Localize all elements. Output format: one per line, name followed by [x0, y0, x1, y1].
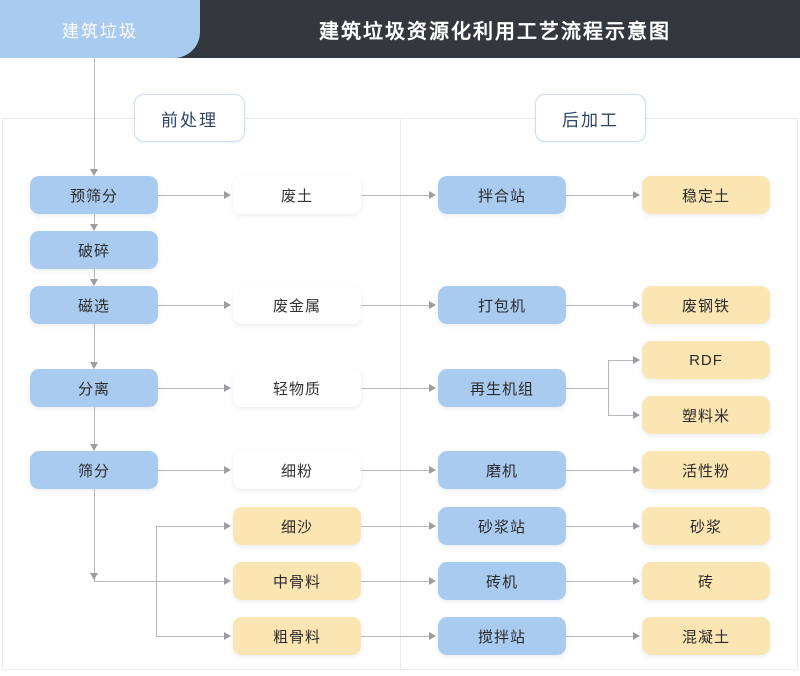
- node-active-powder[interactable]: 活性粉: [642, 451, 770, 489]
- node-concrete-plant[interactable]: 搅拌站: [438, 617, 566, 655]
- brand-tab[interactable]: 建筑垃圾: [0, 0, 200, 58]
- connector-regenunit-bus: [608, 360, 609, 416]
- arrowhead-down: [90, 224, 98, 231]
- arrowhead-right: [224, 301, 231, 309]
- connector-bus-to-finesand: [156, 526, 224, 527]
- node-scrap-metal[interactable]: 废金属: [233, 286, 361, 324]
- connector-lightmaterial-to-regenunit: [361, 388, 429, 389]
- arrowhead-right: [429, 191, 436, 199]
- node-plastic-pellet[interactable]: 塑料米: [642, 396, 770, 434]
- connector-magnetic-to-separation: [94, 324, 95, 363]
- arrowhead-right: [429, 632, 436, 640]
- connector-prescreen-to-crush: [94, 214, 95, 225]
- arrowhead-down: [90, 444, 98, 451]
- node-waste-soil[interactable]: 废土: [233, 176, 361, 214]
- node-medium-aggregate[interactable]: 中骨料: [233, 562, 361, 600]
- arrowhead-right: [429, 522, 436, 530]
- node-rdf[interactable]: RDF: [642, 341, 770, 379]
- brand-tab-label: 建筑垃圾: [62, 21, 138, 41]
- node-mixing-station[interactable]: 拌合站: [438, 176, 566, 214]
- connector-finesand-to-mortarstation: [361, 526, 429, 527]
- node-grinder[interactable]: 磨机: [438, 451, 566, 489]
- arrowhead-right: [633, 577, 640, 585]
- connector-brickmachine-to-brick: [566, 581, 633, 582]
- node-separation[interactable]: 分离: [30, 369, 158, 407]
- connector-aggregate-bus-vertical: [156, 526, 157, 637]
- connector-scrapmetal-to-baler: [361, 305, 429, 306]
- section-label-pre: 前处理: [134, 94, 245, 142]
- arrowhead-right: [224, 522, 231, 530]
- node-baler[interactable]: 打包机: [438, 286, 566, 324]
- connector-regenunit-to-plasticpellet: [608, 415, 633, 416]
- node-brick-machine[interactable]: 砖机: [438, 562, 566, 600]
- arrowhead-right: [224, 577, 231, 585]
- connector-magnetic-to-scrapmetal: [158, 305, 224, 306]
- arrowhead-down: [90, 362, 98, 369]
- node-concrete[interactable]: 混凝土: [642, 617, 770, 655]
- connector-coarseaggregate-to-concreteplant: [361, 636, 429, 637]
- arrowhead-right: [224, 191, 231, 199]
- connector-regenunit-to-rdf: [608, 360, 633, 361]
- connector-mixingstation-to-stabilizedsoil: [566, 195, 633, 196]
- arrowhead-right: [633, 466, 640, 474]
- connector-screening-to-finepowder: [158, 470, 224, 471]
- connector-crush-to-magnetic: [94, 269, 95, 280]
- node-screening[interactable]: 筛分: [30, 451, 158, 489]
- node-fine-sand[interactable]: 细沙: [233, 507, 361, 545]
- node-fine-powder[interactable]: 细粉: [233, 451, 361, 489]
- arrowhead-right: [633, 356, 640, 364]
- connector-aggregate-bus-horizontal: [94, 581, 224, 582]
- connector-concreteplant-to-concrete: [566, 636, 633, 637]
- arrowhead-right: [429, 301, 436, 309]
- header-bar: 建筑垃圾 建筑垃圾资源化利用工艺流程示意图: [0, 0, 800, 58]
- arrowhead-right: [429, 384, 436, 392]
- arrowhead-right: [224, 466, 231, 474]
- connector-grinder-to-activepowder: [566, 470, 633, 471]
- arrowhead-right: [633, 632, 640, 640]
- arrowhead-right: [633, 191, 640, 199]
- node-pre-screening[interactable]: 预筛分: [30, 176, 158, 214]
- node-scrap-steel[interactable]: 废钢铁: [642, 286, 770, 324]
- arrowhead-right: [429, 466, 436, 474]
- node-stabilized-soil[interactable]: 稳定土: [642, 176, 770, 214]
- connector-prescreen-to-wastesoil: [158, 195, 224, 196]
- arrowhead-down: [90, 169, 98, 176]
- connector-trunk-to-pre-screening: [94, 58, 95, 170]
- arrowhead-right: [633, 411, 640, 419]
- node-crushing[interactable]: 破碎: [30, 231, 158, 269]
- connector-finepowder-to-grinder: [361, 470, 429, 471]
- arrowhead-right: [224, 632, 231, 640]
- connector-separation-to-screening: [94, 407, 95, 445]
- node-mortar[interactable]: 砂浆: [642, 507, 770, 545]
- connector-bus-to-coarseaggregate: [156, 636, 224, 637]
- connector-mortarstation-to-mortar: [566, 526, 633, 527]
- node-mortar-station[interactable]: 砂浆站: [438, 507, 566, 545]
- arrowhead-right: [429, 577, 436, 585]
- node-brick[interactable]: 砖: [642, 562, 770, 600]
- connector-mediumaggregate-to-brickmachine: [361, 581, 429, 582]
- connector-wastesoil-to-mixingstation: [361, 195, 429, 196]
- section-label-post: 后加工: [535, 94, 646, 142]
- node-coarse-aggregate[interactable]: 粗骨料: [233, 617, 361, 655]
- connector-screening-to-aggregate-bus: [94, 489, 95, 581]
- connector-separation-to-lightmaterial: [158, 388, 224, 389]
- stage-divider: [400, 118, 401, 670]
- arrowhead-right: [224, 384, 231, 392]
- connector-baler-to-scrapsteel: [566, 305, 633, 306]
- arrowhead-right: [633, 301, 640, 309]
- arrowhead-right: [633, 522, 640, 530]
- node-regeneration-unit[interactable]: 再生机组: [438, 369, 566, 407]
- node-magnetic-separation[interactable]: 磁选: [30, 286, 158, 324]
- connector-regenunit-stem: [566, 388, 608, 389]
- arrowhead-down: [90, 279, 98, 286]
- page-title: 建筑垃圾资源化利用工艺流程示意图: [319, 20, 671, 43]
- node-light-material[interactable]: 轻物质: [233, 369, 361, 407]
- arrowhead-down: [90, 573, 98, 580]
